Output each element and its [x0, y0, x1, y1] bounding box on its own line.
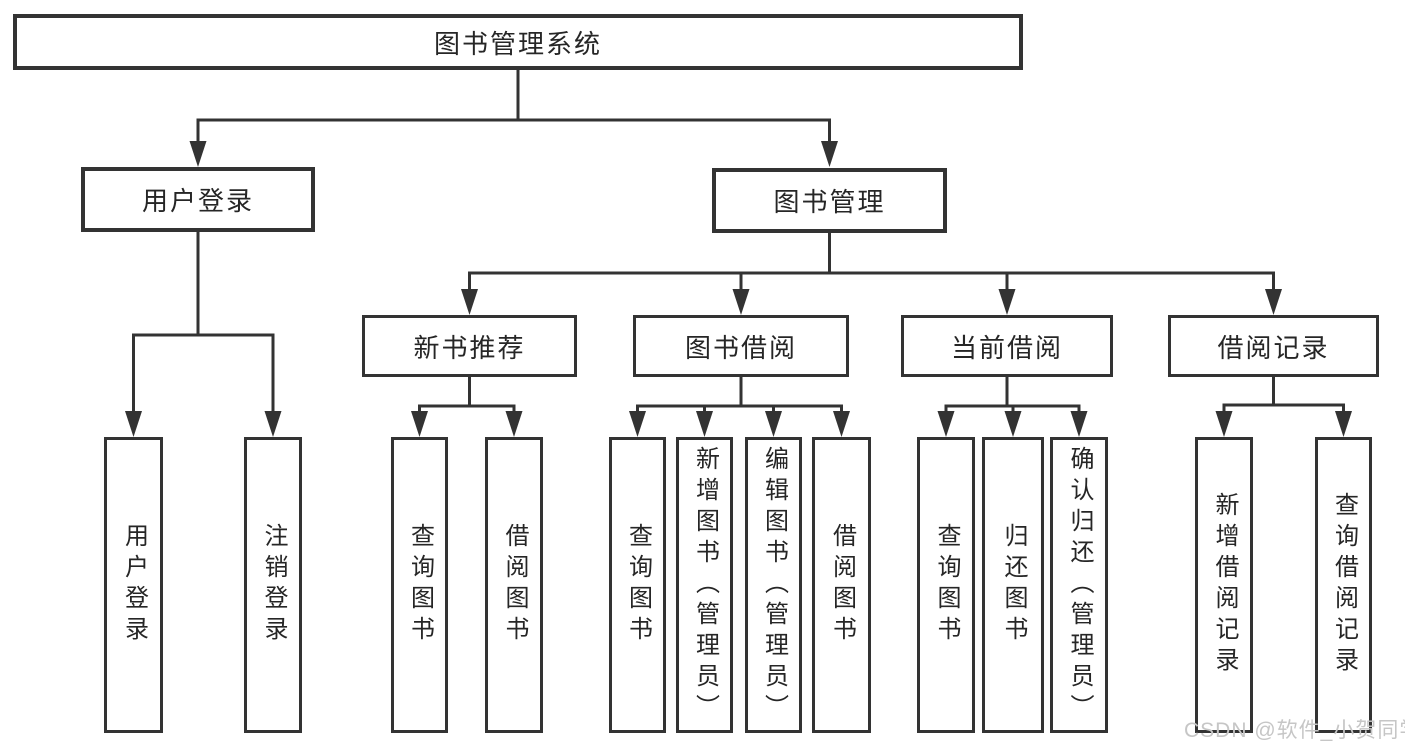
leaf-logout: 注销登录	[244, 437, 302, 733]
leaf-return-books: 归还图书	[982, 437, 1044, 733]
node-book-management-label: 图书管理	[773, 187, 886, 217]
leaf-borrow-books-label: 借阅图书	[828, 523, 856, 647]
leaf-add-borrow-record-label: 新增借阅记录	[1211, 492, 1238, 678]
node-new-book-recommend-label: 新书推荐	[413, 332, 526, 363]
leaf-edit-books-admin-label: 编辑图书（管理员）	[760, 445, 788, 725]
leaf-query-books-recommend: 查询图书	[391, 437, 448, 733]
node-user-login-label: 用户登录	[141, 186, 254, 216]
node-book-management: 图书管理	[712, 168, 947, 233]
leaf-return-books-label: 归还图书	[1000, 523, 1027, 647]
leaf-add-borrow-record: 新增借阅记录	[1195, 437, 1253, 733]
node-book-borrow-label: 图书借阅	[684, 332, 797, 363]
node-new-book-recommend: 新书推荐	[362, 315, 577, 377]
node-book-borrow: 图书借阅	[633, 315, 849, 377]
leaf-query-books-borrow-label: 查询图书	[624, 523, 652, 647]
leaf-query-borrow-record-label: 查询借阅记录	[1330, 492, 1358, 678]
node-current-borrow-label: 当前借阅	[950, 332, 1063, 363]
node-current-borrow: 当前借阅	[901, 315, 1113, 377]
node-borrow-records-label: 借阅记录	[1217, 332, 1330, 363]
node-borrow-records: 借阅记录	[1168, 315, 1379, 377]
leaf-query-borrow-record: 查询借阅记录	[1315, 437, 1372, 733]
leaf-query-books-recommend-label: 查询图书	[406, 523, 434, 647]
node-root-label: 图书管理系统	[433, 28, 602, 59]
leaf-query-books-current: 查询图书	[917, 437, 975, 733]
leaf-confirm-return-admin-label: 确认归还（管理员）	[1066, 445, 1093, 725]
leaf-borrow-books: 借阅图书	[812, 437, 871, 733]
leaf-user-login-label: 用户登录	[120, 523, 148, 647]
leaf-query-books-borrow: 查询图书	[609, 437, 666, 733]
leaf-user-login: 用户登录	[104, 437, 163, 733]
leaf-logout-label: 注销登录	[260, 523, 287, 647]
leaf-borrow-books-recommend-label: 借阅图书	[501, 523, 528, 647]
leaf-edit-books-admin: 编辑图书（管理员）	[745, 437, 802, 733]
node-user-login: 用户登录	[81, 167, 315, 232]
leaf-query-books-current-label: 查询图书	[933, 523, 960, 647]
leaf-add-books-admin-label: 新增图书（管理员）	[691, 445, 719, 725]
node-root: 图书管理系统	[13, 14, 1023, 70]
leaf-add-books-admin: 新增图书（管理员）	[676, 437, 733, 733]
leaf-confirm-return-admin: 确认归还（管理员）	[1050, 437, 1108, 733]
csdn-watermark: CSDN @软件_小贺同学	[1184, 719, 1405, 742]
leaf-borrow-books-recommend: 借阅图书	[485, 437, 543, 733]
